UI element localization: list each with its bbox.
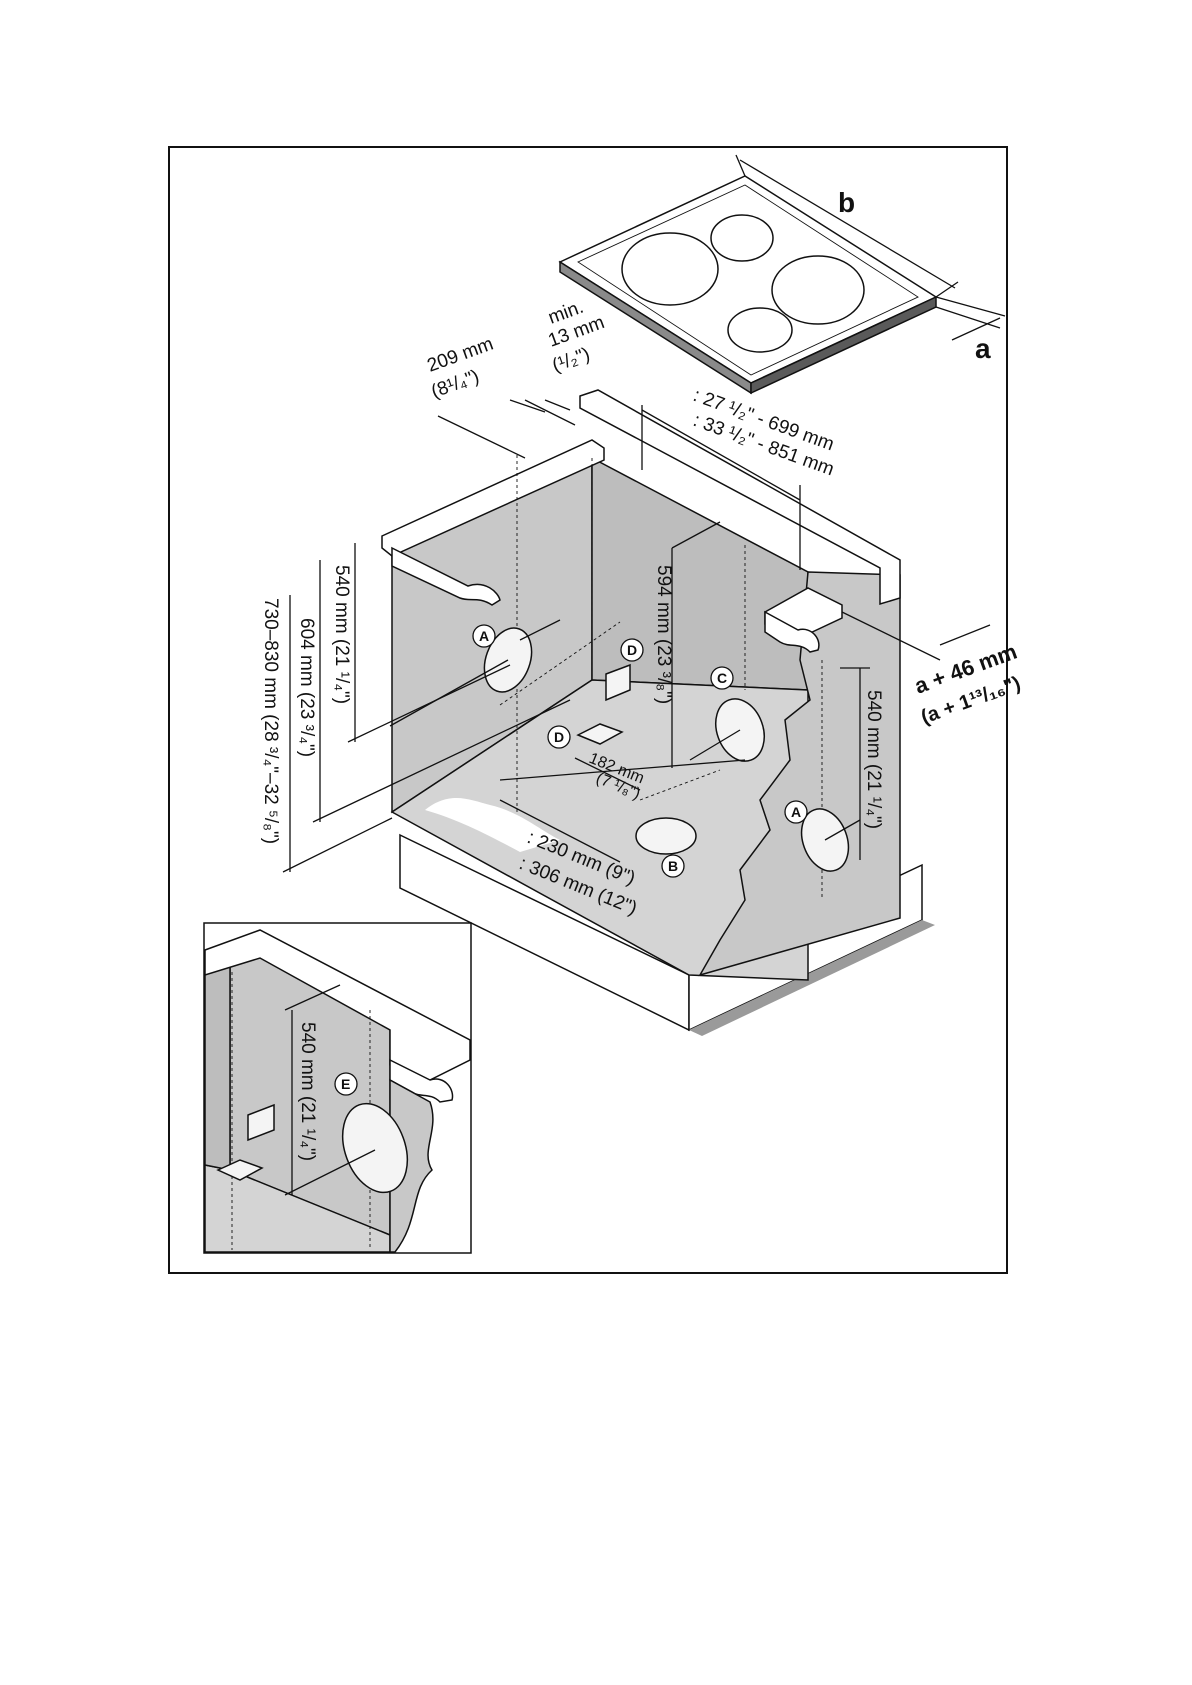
burner-large-right: [772, 256, 864, 324]
inset-label-540mm: 540 mm (21 ¹/₄"): [297, 1022, 318, 1161]
label-a: a: [975, 333, 991, 364]
callout-d-wall: D: [621, 639, 643, 661]
label-209mm: 209 mm: [425, 333, 497, 376]
label-540mm-left: 540 mm (21 ¹/₄"): [331, 565, 352, 704]
svg-text:D: D: [627, 642, 637, 658]
callout-c: C: [711, 667, 733, 689]
label-730-830mm: 730–830 mm (28 ³/₄"–32 ⁵/₈"): [260, 598, 281, 844]
svg-text:C: C: [717, 670, 727, 686]
cooktop: [560, 176, 936, 393]
burner-small-back: [711, 215, 773, 261]
label-604mm: 604 mm (23 ³/₄"): [296, 618, 317, 757]
label-540mm-right: 540 mm (21 ¹/₄"): [863, 690, 884, 829]
callout-a-side: A: [785, 801, 807, 823]
callout-b: B: [662, 855, 684, 877]
inset-detail: 540 mm (21 ¹/₄") E: [204, 923, 471, 1253]
svg-text:D: D: [554, 729, 564, 745]
svg-text:A: A: [791, 804, 801, 820]
cooktop-top: [560, 176, 936, 383]
callout-a-back: A: [473, 625, 495, 647]
hole-b-floor: [636, 818, 696, 854]
label-b: b: [838, 187, 855, 218]
svg-text:E: E: [341, 1076, 350, 1092]
label-594mm: 594 mm (23 ³/₈"): [653, 565, 674, 704]
burner-small-front: [728, 308, 792, 352]
burner-large-left: [622, 233, 718, 305]
callout-e: E: [335, 1073, 357, 1095]
callout-d-floor: D: [548, 726, 570, 748]
svg-text:B: B: [668, 858, 678, 874]
svg-text:A: A: [479, 628, 489, 644]
